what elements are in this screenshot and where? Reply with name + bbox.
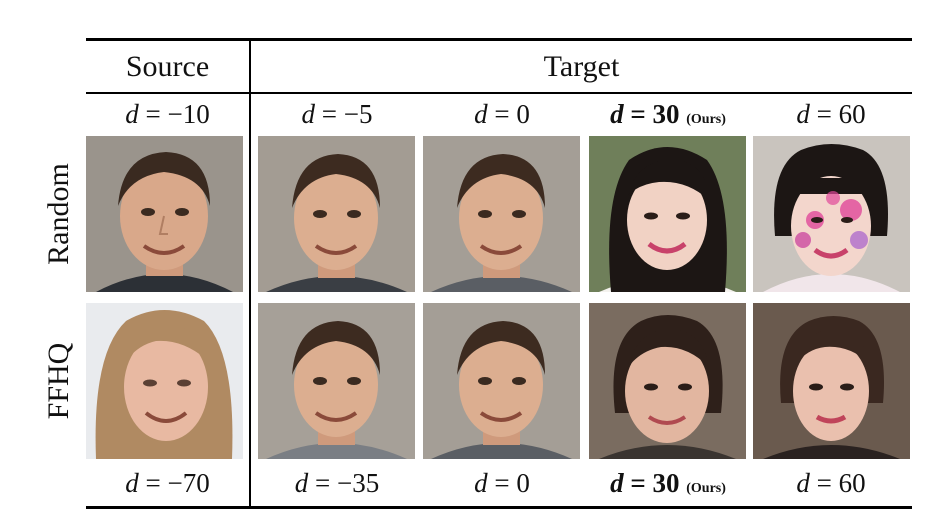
face-image-target-ffhq-d60	[753, 303, 910, 459]
face-image-target-random-d0	[423, 136, 580, 292]
target-header: Target	[543, 50, 620, 83]
row-label-ffhq: FFHQ	[42, 342, 75, 420]
face-image-target-ffhq-d30-ours	[589, 303, 746, 459]
header-rule	[86, 92, 912, 94]
top-rule	[86, 38, 912, 41]
d-label-bottom: d = −70	[125, 468, 210, 498]
d-label-top: d = 60	[796, 99, 866, 129]
column-divider	[249, 41, 251, 506]
bottom-rule	[86, 506, 912, 509]
d-label-bottom: d = 60	[796, 468, 866, 498]
face-image-target-random-d30-ours	[589, 136, 746, 292]
face-image-source-ffhq	[86, 303, 243, 459]
face-image-source-random	[86, 136, 243, 292]
face-image-target-ffhq-d-35	[258, 303, 415, 459]
source-header: Source	[125, 50, 210, 83]
d-label-top: d = 0	[474, 99, 530, 129]
d-label-top: d = −10	[125, 99, 210, 129]
d-label-top: d = −5	[301, 99, 373, 129]
face-image-target-random-d-5	[258, 136, 415, 292]
d-label-bottom: d = 0	[474, 468, 530, 498]
d-label-top-ours: d = 30 (Ours)	[610, 99, 726, 129]
face-image-target-random-d60	[753, 136, 910, 292]
d-label-bottom-ours: d = 30 (Ours)	[610, 468, 726, 498]
d-label-bottom: d = −35	[294, 468, 380, 498]
face-image-target-ffhq-d0	[423, 303, 580, 459]
row-label-random: Random	[42, 163, 75, 265]
